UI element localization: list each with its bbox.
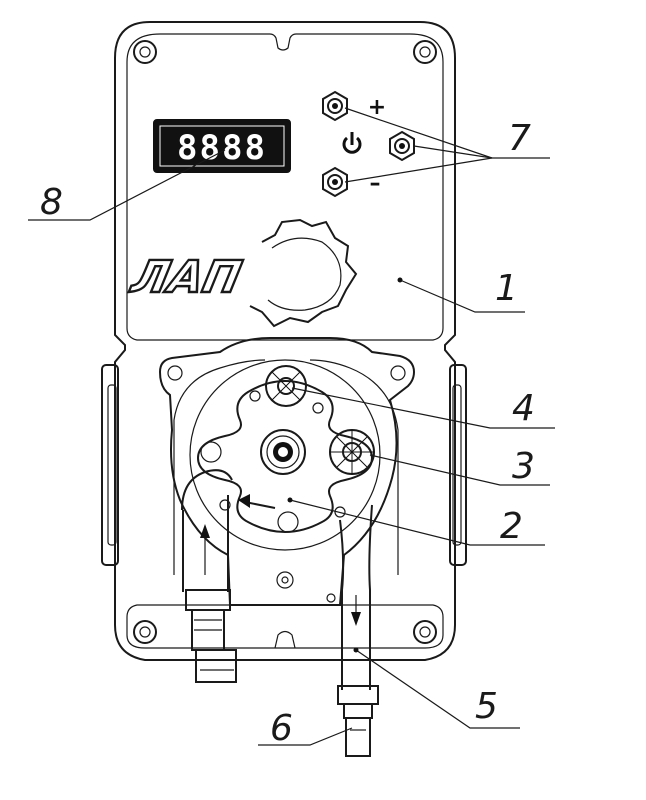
callout-3: 3 xyxy=(512,446,535,487)
callout-2: 2 xyxy=(500,506,523,547)
callout-4: 4 xyxy=(512,388,535,429)
power-icon xyxy=(342,132,362,154)
corner-screw-bottom-right xyxy=(413,620,437,644)
plus-button[interactable] xyxy=(322,90,348,122)
corner-screw-top-left xyxy=(133,40,157,64)
rotor xyxy=(189,359,381,551)
led-display: 8888 xyxy=(153,119,291,173)
callout-1: 1 xyxy=(495,268,518,309)
brand-logo: ЛАП xyxy=(124,251,247,304)
minus-sign-label: – xyxy=(370,171,381,196)
corner-screw-top-right xyxy=(413,40,437,64)
logo-text: ЛАП xyxy=(126,252,246,302)
display-readout: 8888 xyxy=(177,128,267,168)
logo-gear-icon xyxy=(249,218,358,328)
leader-lines xyxy=(28,107,555,746)
callout-8: 8 xyxy=(40,182,63,223)
rotation-arrow-icon xyxy=(238,494,276,509)
callout-7: 7 xyxy=(508,118,531,159)
callout-5: 5 xyxy=(475,686,498,727)
callout-6: 6 xyxy=(270,708,293,749)
pump-housing xyxy=(114,21,456,661)
minus-button[interactable] xyxy=(322,166,348,198)
tube-right xyxy=(326,504,379,757)
power-symbol-label: ⏻ xyxy=(352,149,353,151)
power-button[interactable] xyxy=(389,130,415,162)
tube-left xyxy=(181,469,237,683)
roller-top xyxy=(265,365,307,407)
corner-screw-bottom-left xyxy=(133,620,157,644)
plus-sign-label: + xyxy=(368,95,386,120)
rotor-hub xyxy=(260,429,306,475)
roller-right xyxy=(329,429,375,475)
pump-head-plate xyxy=(158,337,416,606)
right-side-clamp xyxy=(449,364,467,566)
